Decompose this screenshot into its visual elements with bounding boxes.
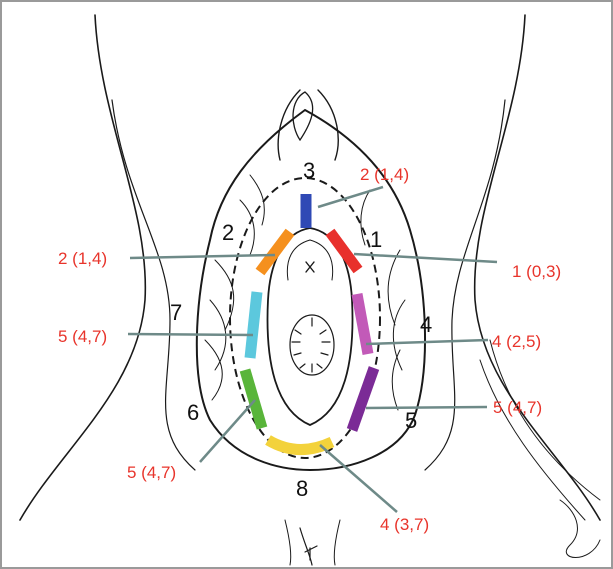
- callout-left-green: 5 (4,7): [127, 463, 176, 482]
- region-number-2: 2: [222, 220, 234, 245]
- callout-right-magenta: 4 (2,5): [492, 332, 541, 351]
- callout-top-blue: 2 (1,4): [360, 165, 409, 184]
- callout-left-orange: 2 (1,4): [58, 249, 107, 268]
- leader-left-cyan: [128, 334, 253, 335]
- callout-bottom-yellow: 4 (3,7): [380, 515, 429, 534]
- callout-right-purple: 5 (4,7): [493, 398, 542, 417]
- leader-right-purple: [366, 407, 487, 408]
- callout-left-cyan: 5 (4,7): [58, 327, 107, 346]
- segment-cyan: [250, 292, 257, 358]
- region-number-7: 7: [170, 300, 182, 325]
- region-number-8: 8: [296, 476, 308, 501]
- region-number-6: 6: [187, 400, 199, 425]
- region-number-5: 5: [405, 408, 417, 433]
- region-number-4: 4: [420, 312, 432, 337]
- region-number-3: 3: [303, 158, 315, 183]
- callout-right-red: 1 (0,3): [512, 262, 561, 281]
- region-number-1: 1: [370, 227, 382, 252]
